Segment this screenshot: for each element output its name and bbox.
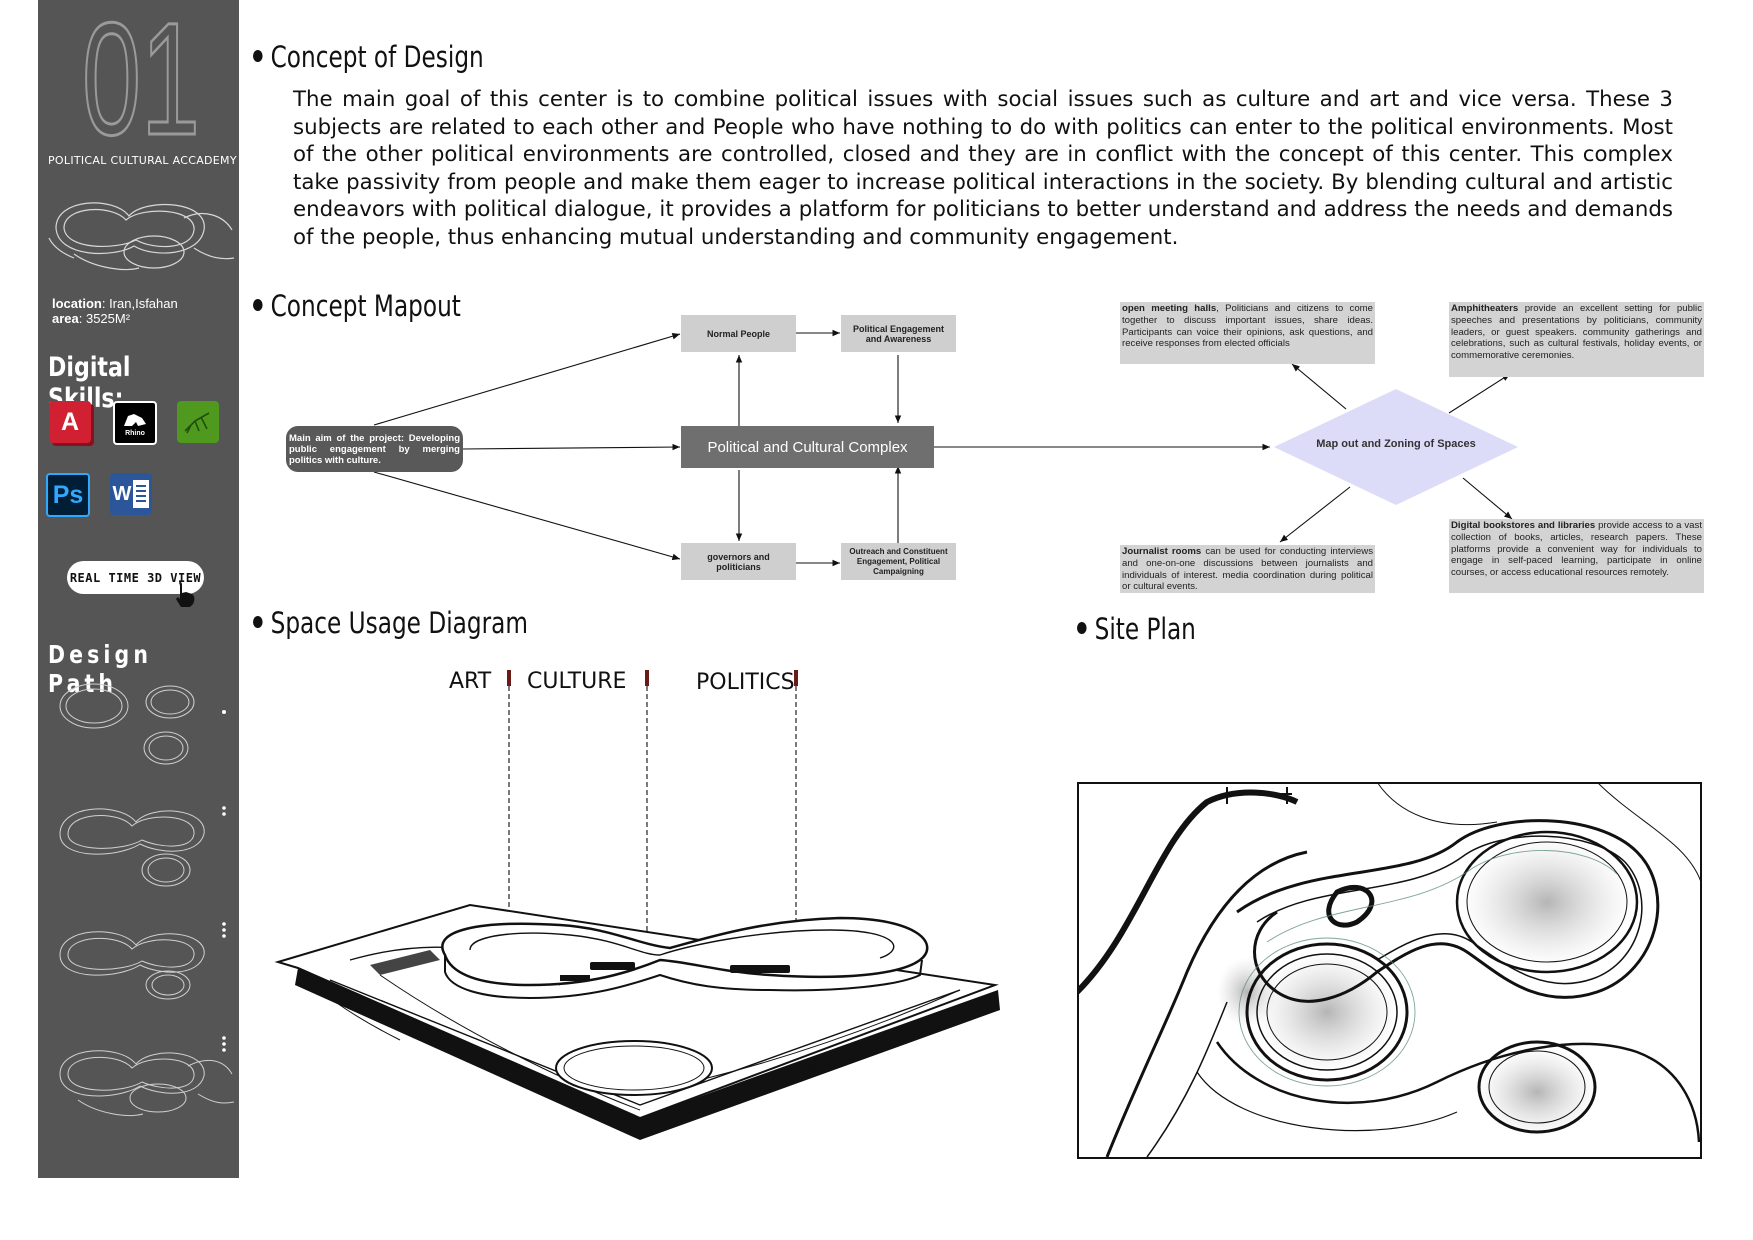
journalist-rooms-box: Journalist rooms can be used for conduct…	[1120, 545, 1375, 593]
open-meeting-halls-box: open meeting halls, Politicians and citi…	[1120, 302, 1375, 364]
center-node: Political and Cultural Complex	[681, 426, 934, 468]
bullet-icon	[253, 50, 263, 62]
autocad-icon: A	[49, 401, 91, 443]
normal-people-node: Normal People	[681, 315, 796, 352]
word-icon: W	[110, 473, 152, 515]
concept-mapout-heading: Concept Mapout	[253, 289, 461, 323]
label-politics: POLITICS	[696, 670, 795, 695]
photoshop-icon: Ps	[46, 473, 90, 517]
space-usage-model: ART	[274, 670, 1000, 1140]
project-number: 01	[82, 0, 200, 168]
form-sketch-top	[48, 202, 234, 271]
concept-design-text: The main goal of this center is to combi…	[293, 87, 1673, 250]
bullet-icon	[253, 616, 263, 628]
hand-cursor-icon	[176, 582, 195, 607]
project-number-graphic: 01	[81, 0, 202, 170]
model-tag: ART	[806, 1063, 822, 1072]
space-usage-heading: Space Usage Diagram	[253, 606, 528, 640]
design-path-step-3	[59, 922, 226, 1000]
amphitheaters-box: Amphitheaters provide an excellent setti…	[1449, 302, 1704, 377]
zoning-label: Map out and Zoning of Spaces	[1316, 438, 1476, 450]
rhino-icon: Rhino	[113, 401, 157, 445]
engagement-node: Political Engagement and Awareness	[841, 315, 956, 352]
area-info: area: 3525M²	[52, 311, 131, 326]
label-culture: CULTURE	[527, 669, 627, 694]
sidebar: 01 POLITICAL CULTURAL ACCADEMY location:…	[38, 0, 239, 1178]
site-plan-heading: Site Plan	[1077, 612, 1196, 646]
bullet-icon	[253, 299, 263, 311]
main-aim-node: Main aim of the project: Developing publ…	[286, 426, 463, 472]
design-path-heading: Design Path	[48, 640, 153, 698]
design-path-step-2	[59, 806, 226, 887]
design-path-step-1	[59, 683, 226, 765]
digital-bookstores-box: Digital bookstores and libraries provide…	[1449, 519, 1704, 593]
bullet-icon	[1077, 622, 1087, 634]
realtime-3d-view-button[interactable]: REAL TIME 3D VIEW	[67, 561, 204, 594]
concept-design-heading: Concept of Design	[253, 40, 484, 74]
label-art: ART	[449, 669, 492, 694]
outreach-node: Outreach and Constituent Engagement, Pol…	[841, 543, 956, 580]
design-path-step-4	[59, 1036, 234, 1116]
project-name: POLITICAL CULTURAL ACCADEMY	[48, 154, 237, 167]
site-plan-drawing	[1077, 782, 1702, 1159]
grasshopper-icon	[177, 401, 219, 443]
location-info: location: Iran,Isfahan	[52, 296, 178, 311]
governors-node: governors and politicians	[681, 543, 796, 580]
